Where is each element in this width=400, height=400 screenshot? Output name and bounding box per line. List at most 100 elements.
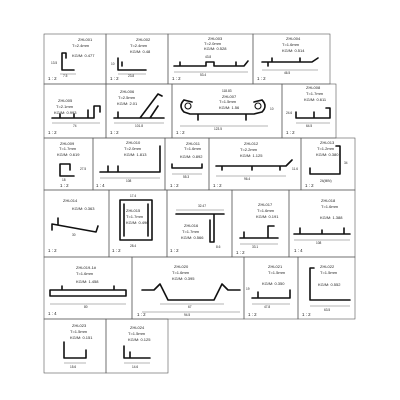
item-weight: KG/M: 0.611 [304,97,327,102]
profile-drawing [119,199,153,241]
item-code: ZHL009 [60,141,75,146]
dim-label: 46.5 [284,71,290,75]
item-thickness: T=1.7mm [59,146,77,151]
dim-label: 53.4 [200,73,206,77]
item-code: ZHL012 [244,141,259,146]
item-zhl001: ZHL001 T=2.4mm KG/M: 0.477 7.5 13.5 1 : … [48,37,95,81]
item-code: ZHL023 [72,323,87,328]
item-thickness: T=1.6mm [282,42,300,47]
scale-label: 1 : 2 [110,130,119,135]
profile-drawing [59,163,75,177]
profile-drawing [173,60,249,67]
profile-drawing [295,107,331,119]
item-weight: KG/M: 1.125 [240,153,263,158]
profile-drawing [175,213,225,243]
profile-drawing [63,341,87,359]
dim-label: 118.83 [222,89,232,93]
item-zhl009: ZHL009 T=1.7mm KG/M: 0.619 27.5 18 1 : 2 [57,141,86,188]
item-weight: KG/M: 0.477 [72,53,95,58]
item-zhl011: ZHL011 T=1.6mm KG/M: 0.892 55.3 1 : 2 [170,141,203,188]
dim-label: 11.6 [292,167,298,171]
scale-label: 1 : 2 [248,312,257,317]
dim-label: 63.5 [324,308,330,312]
scale-label: 1 : 2 [302,312,311,317]
item-code: ZHL020 [174,264,189,269]
dim-label: 96.4 [244,177,250,181]
item-weight: KG/M: 0.363 [72,206,95,211]
scale-label: 1 : 2 [172,76,181,81]
profile-drawing [51,217,99,233]
dim-label: 64.5 [306,124,312,128]
profile-drawing [239,225,279,239]
profile-drawing [215,159,293,171]
item-weight: KG/M: 0.892 [180,154,203,159]
item-weight: KG/M: 0.514 [282,48,305,53]
dim-label: 27.5 [80,167,86,171]
item-code: ZHL022 [320,264,335,269]
item-zhl017: ZHL017 T=1.6mm KG/M: 0.191 33.1 1 : 2 [236,202,279,255]
item-code: ZHL014 [63,198,78,203]
item-weight: KG/M: 0.380 [316,152,339,157]
dim-label: 43.8 [205,55,211,59]
profile-drawing [123,345,151,359]
scale-label: 1 : 2 [170,183,179,188]
scale-label: 1 : 2 [170,248,179,253]
dim-label: 34 [344,161,348,165]
item-weight: KG/M: 1.458 [76,279,99,284]
item-zhl023: ZHL023 T=1.5mm KG/M: 0.151 15.6 [63,323,93,369]
item-weight: KG/M: 0.151 [70,335,93,340]
dim-label: 30 [72,233,76,237]
profile-drawing [293,227,351,235]
item-code: ZHL001 [78,37,93,42]
item-weight: KG/M: 0.496 [126,220,149,225]
item-thickness: T=1.5mm [128,331,146,336]
item-zhl002: ZHL002 T=2.4mm KG/M: 0.48 23.8 10 1 : 2 [110,37,151,81]
dim-label: 13.5 [51,61,57,65]
item-code: ZHL021 [268,264,283,269]
dim-label: 47.8 [264,305,270,309]
item-weight: KG/M: 1.388 [320,215,343,220]
dim-label: 15.6 [70,365,76,369]
dim-label: 7.5 [63,74,68,78]
profile-drawing [49,285,127,297]
profile-drawing [309,267,351,301]
item-zhl003: ZHL003 T=2.0mm KG/M: 0.528 53.4 43.8 1 :… [172,36,249,81]
scale-label: 1 : 2 [176,130,185,135]
dim-label: 80 [84,305,88,309]
item-thickness: T=2.4mm [72,43,90,48]
dim-label: 67 [188,305,192,309]
item-zhl024: ZHL024 T=1.5mm KG/M: 0.125 14.6 [123,325,151,369]
item-zhl005: ZHL005 T=2.1mm KG/M: 0.993 74 1 : 2 [48,98,101,135]
dim-label: 17.4 [130,194,136,198]
scale-label: 1 : 2 [48,130,57,135]
item-zhl006: ZHL006 T=2.5mm KG/M: 2.01 101.8 1 : 2 [110,89,165,135]
item-thickness: T=1.5mm [320,270,338,275]
scale-label: 1 : 2 [137,312,146,317]
item-weight: KG/M: 0.619 [57,152,80,157]
item-code: ZHL019-1# [76,265,97,270]
item-weight: KG/M: 0.566 [181,235,204,240]
item-code: ZHL002 [136,37,151,42]
item-weight: KG/M: 2.01 [117,101,138,106]
item-thickness: T=1.6mm [184,146,202,151]
item-weight: KG/M: 0.395 [172,276,195,281]
item-zhl018: ZHL018 T=1.6mm KG/M: 1.388 108 1 : 4 [293,198,351,253]
dim-label: 28.4 [130,244,136,248]
item-code: ZHL018 [321,198,336,203]
dim-label: 18 [62,178,66,182]
item-zhl012: ZHL012 T=2.2mm KG/M: 1.125 96.4 11.6 1 :… [213,141,298,188]
item-code: ZHL013 [320,140,335,145]
item-code: ZHL006 [120,89,135,94]
dim-label: 123.5 [214,127,222,131]
scale-label: 1 : 2 [112,248,121,253]
item-code: ZHL005 [58,98,73,103]
dim-label: 32.47 [198,204,206,208]
item-thickness: T=2.0mm [204,41,222,46]
profile-drawing [99,145,161,173]
item-weight: KG/M: 0.350 [262,281,285,286]
dim-label: 23.8 [128,74,134,78]
item-code: ZHL008 [306,85,321,90]
dim-label: 101.8 [135,124,143,128]
item-thickness: T=2.5mm [118,95,136,100]
item-zhl013: ZHL013 T=1.2mm KG/M: 0.380 34 24(MIN) 1 … [305,140,348,188]
